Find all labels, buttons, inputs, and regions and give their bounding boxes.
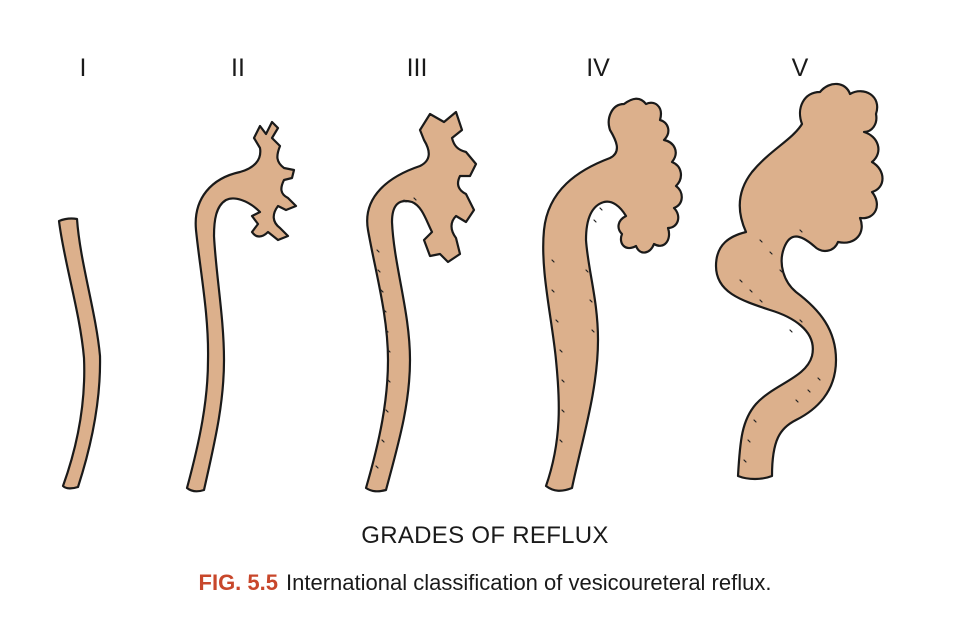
grade-5-ureter-and-kidney	[714, 82, 884, 481]
grade-label-3: III	[406, 54, 428, 82]
grade-label-4: IV	[586, 54, 610, 82]
grade-4-shading	[551, 207, 603, 443]
figure-caption: FIG. 5.5 International classification of …	[0, 570, 970, 596]
grade-2-ureter-and-kidney	[185, 120, 298, 493]
figure-number: FIG. 5.5	[198, 570, 278, 595]
grade-3-shading	[375, 197, 417, 469]
grade-label-2: II	[231, 54, 245, 82]
grade-label-5: V	[791, 54, 809, 82]
figure-heading: GRADES OF REFLUX	[361, 522, 609, 549]
grade-label-1: I	[79, 54, 87, 82]
caption-text: International classification of vesicour…	[286, 570, 772, 595]
grade-1-ureter	[57, 217, 102, 490]
grade-5-shading	[739, 229, 821, 463]
grade-3-ureter-and-kidney	[364, 110, 478, 493]
grade-4-ureter-and-kidney	[542, 97, 683, 492]
